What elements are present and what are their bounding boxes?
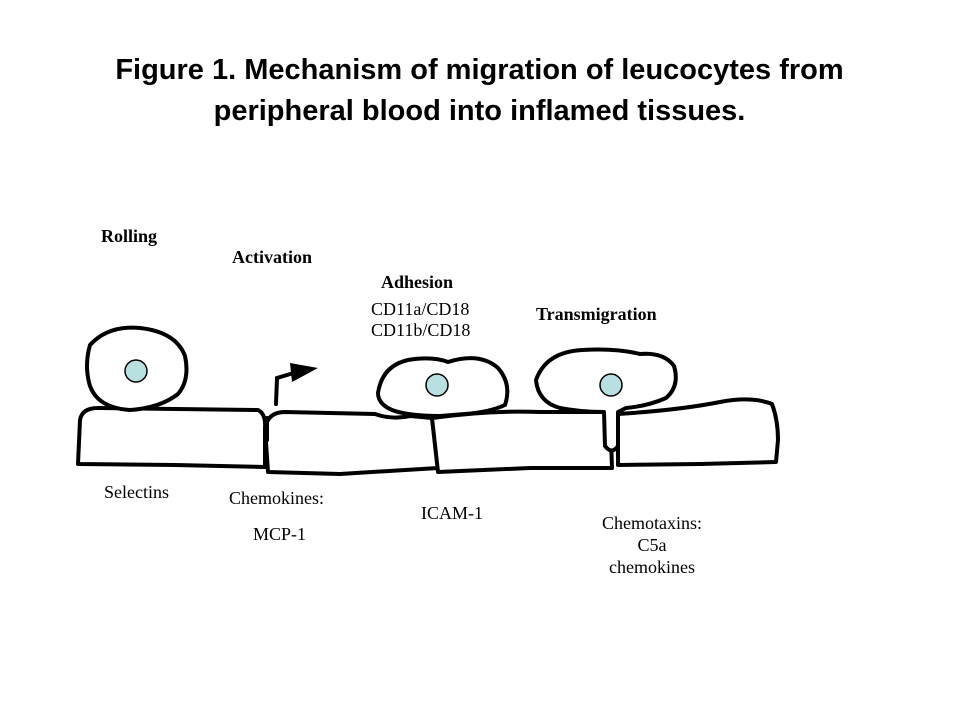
chemotaxins-chemokines: chemokines bbox=[609, 557, 695, 577]
rolling-nucleus bbox=[124, 359, 148, 383]
adhering-nucleus bbox=[425, 373, 449, 397]
activation-arrow-icon bbox=[290, 363, 318, 382]
stage-label-transmigration: Transmigration bbox=[536, 304, 657, 324]
chemotaxins-c5a: C5a bbox=[637, 535, 667, 555]
activation-signal-line bbox=[265, 370, 299, 442]
chemotaxins-label: Chemotaxins: bbox=[602, 513, 702, 533]
transmigrating-nucleus bbox=[599, 373, 623, 397]
stage-label-activation: Activation bbox=[232, 247, 312, 267]
integrin-label-cd11a: CD11a/CD18 bbox=[371, 299, 470, 319]
endothelial-cell-left bbox=[76, 406, 268, 469]
figure-title-line-2: peripheral blood into inflamed tissues. bbox=[213, 95, 746, 127]
endothelial-cell-right bbox=[616, 397, 780, 467]
endothelial-cell-activation bbox=[263, 410, 440, 476]
transmigrating-leucocyte bbox=[534, 347, 678, 453]
molecule-label-chemokines: Chemokines: bbox=[229, 488, 324, 508]
integrin-label-cd11b: CD11b/CD18 bbox=[371, 320, 471, 340]
figure-title-line-1: Figure 1. Mechanism of migration of leuc… bbox=[115, 54, 844, 86]
stage-label-rolling: Rolling bbox=[101, 226, 158, 246]
molecule-label-selectins: Selectins bbox=[104, 482, 169, 502]
stage-label-adhesion: Adhesion bbox=[381, 272, 454, 292]
molecule-label-mcp1: MCP-1 bbox=[253, 524, 307, 544]
chemotaxins-block: Chemotaxins: C5a chemokines bbox=[572, 512, 732, 578]
molecule-label-icam1: ICAM-1 bbox=[421, 503, 483, 523]
endothelial-cell-adhesion bbox=[430, 409, 614, 474]
figure-title: Figure 1. Mechanism of migration of leuc… bbox=[0, 50, 959, 132]
